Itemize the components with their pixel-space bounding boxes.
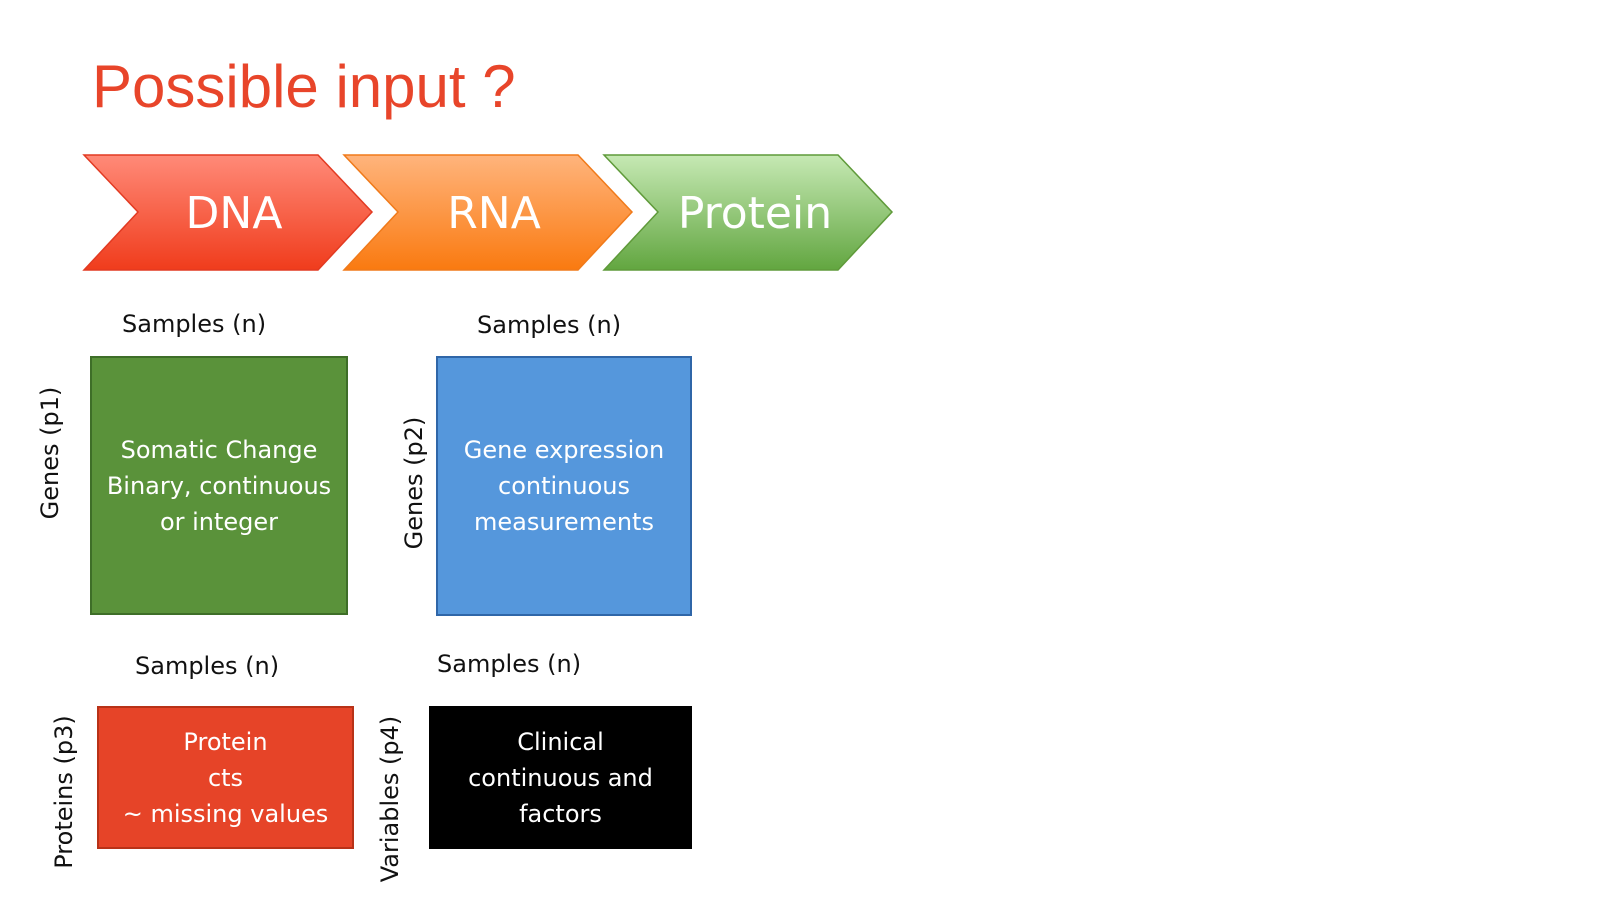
matrix-text-line: Gene expression	[463, 436, 665, 464]
protein-rows-label: Proteins (p3)	[50, 715, 78, 869]
matrix-text-line: ~ missing values	[122, 799, 329, 828]
matrix-text-line: measurements	[474, 508, 654, 536]
dna-samples-label: Samples (n)	[122, 310, 267, 338]
flow-label-rna: RNA	[447, 188, 541, 239]
dna-rows-label: Genes (p1)	[36, 386, 64, 520]
clinical-matrix-box: Clinical continuous and factors	[429, 706, 692, 849]
chevron-protein-shape	[602, 154, 894, 271]
rna-matrix-box: Gene expression continuous measurements	[436, 356, 692, 616]
clinical-samples-label: Samples (n)	[437, 650, 582, 678]
matrix-text-line: continuous	[498, 472, 630, 500]
matrix-text-line: factors	[519, 799, 602, 828]
protein-matrix-box: Protein cts ~ missing values	[97, 706, 354, 849]
matrix-text-line: Clinical	[517, 727, 604, 756]
chevron-rna-shape	[342, 154, 634, 271]
matrix-text-line: Protein	[183, 727, 268, 756]
matrix-text-line: cts	[207, 763, 244, 792]
matrix-text-line: continuous and	[468, 763, 653, 792]
flow-arrows: DNA RNA Protein	[82, 154, 894, 271]
flow-step-protein: Protein	[602, 154, 894, 271]
flow-step-dna: DNA	[82, 154, 374, 271]
protein-samples-label: Samples (n)	[135, 652, 280, 680]
rna-samples-label: Samples (n)	[477, 311, 622, 339]
chevron-dna-shape	[82, 154, 374, 271]
matrix-text-line: Somatic Change	[120, 435, 318, 464]
flow-label-protein: Protein	[678, 188, 832, 239]
rna-rows-label: Genes (p2)	[400, 416, 428, 550]
matrix-text-line: Binary, continuous	[106, 471, 332, 500]
flow-label-dna: DNA	[186, 188, 283, 239]
flow-step-rna: RNA	[342, 154, 634, 271]
dna-matrix-box: Somatic Change Binary, continuous or int…	[90, 356, 348, 615]
slide-title: Possible input ?	[92, 53, 516, 120]
clinical-rows-label: Variables (p4)	[376, 715, 404, 883]
matrix-text-line: or integer	[159, 507, 279, 536]
